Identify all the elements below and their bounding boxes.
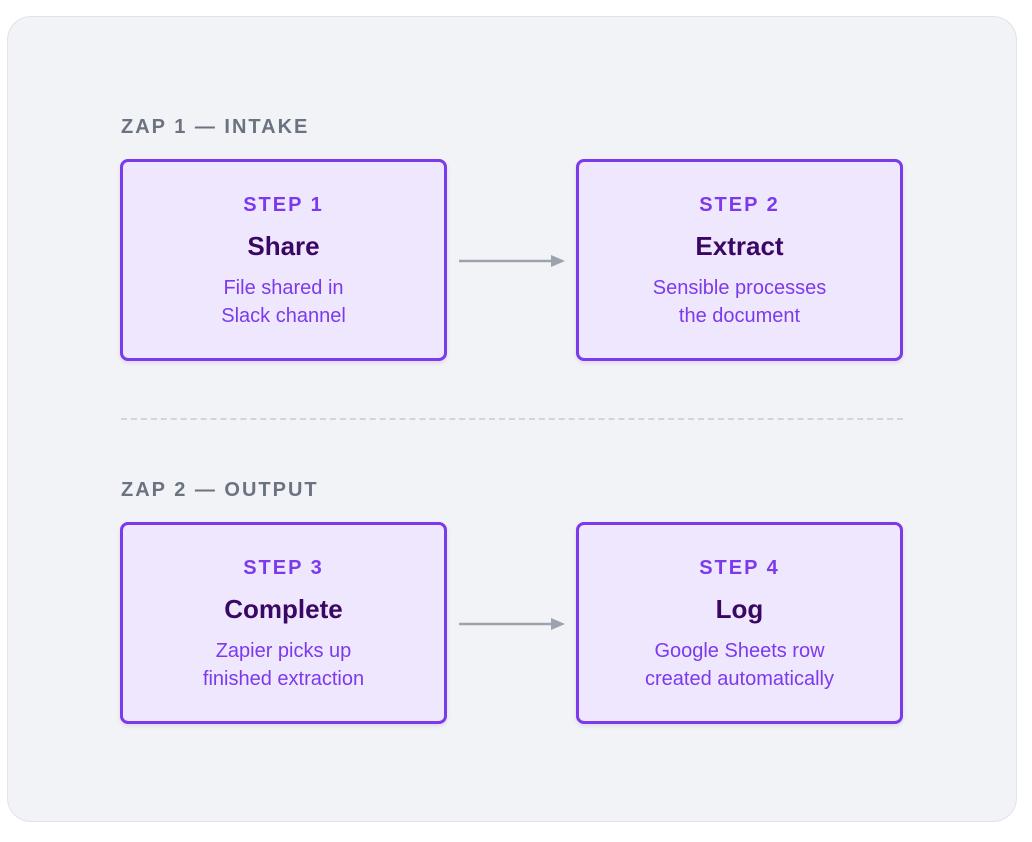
- step-2-title: Extract: [695, 231, 784, 261]
- step-1-card: STEP 1 Share File shared in Slack channe…: [120, 159, 447, 361]
- step-3-title: Complete: [224, 594, 343, 624]
- step-1-number: STEP 1: [243, 194, 324, 216]
- step-2-description: Sensible processes the document: [652, 277, 827, 327]
- step-1-title: Share: [247, 231, 320, 261]
- step-3-description: Zapier picks up finished extraction: [202, 640, 365, 690]
- step-4-title: Log: [715, 594, 764, 624]
- section-divider: [121, 418, 903, 420]
- step-3-number: STEP 3: [243, 557, 324, 579]
- arrow-right-icon: [459, 255, 565, 267]
- step-2-card: STEP 2 Extract Sensible processes the do…: [576, 159, 903, 361]
- zap2-section-label: ZAP 2 — OUTPUT: [121, 479, 319, 501]
- zap1-section-label: ZAP 1 — INTAKE: [121, 116, 310, 138]
- step-4-card: STEP 4 Log Google Sheets row created aut…: [576, 522, 903, 724]
- step-4-description: Google Sheets row created automatically: [645, 640, 834, 690]
- step-1-description: File shared in Slack channel: [221, 277, 346, 327]
- arrow-right-icon: [459, 618, 565, 630]
- step-3-card: STEP 3 Complete Zapier picks up finished…: [120, 522, 447, 724]
- step-4-number: STEP 4: [699, 557, 780, 579]
- step-2-number: STEP 2: [699, 194, 780, 216]
